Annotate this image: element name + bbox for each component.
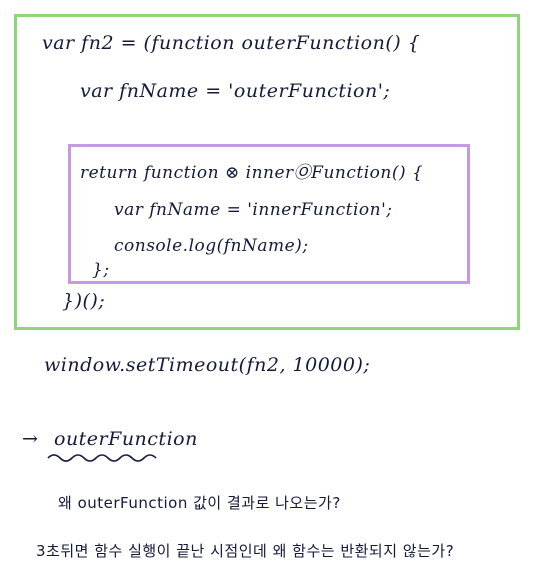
code-line-settimeout: window.setTimeout(fn2, 10000); [44,354,371,376]
code-line-outer-fnname: var fnName = 'outerFunction'; [80,80,391,102]
code-line-var-fn2: var fn2 = (function outerFunction() { [42,32,421,54]
inner-function-highlight-box [68,144,470,284]
code-line-iife-close: })(); [62,290,106,312]
note-question-why-outer: 왜 outerFunction 값이 결과로 나오는가? [58,494,341,512]
code-line-inner-close: }; [92,260,110,280]
result-output-text: outerFunction [54,428,198,450]
code-line-console-log: console.log(fnName); [114,236,309,256]
note-question-why-not-returned: 3초뒤면 함수 실행이 끝난 시점인데 왜 함수는 반환되지 않는가? [36,542,455,560]
code-line-inner-fnname: var fnName = 'innerFunction'; [114,200,393,220]
code-line-return-function: return function ⊗ innerⓄFunction() { [80,163,424,183]
outer-function-highlight-box [14,14,520,330]
result-arrow: → [22,428,39,450]
